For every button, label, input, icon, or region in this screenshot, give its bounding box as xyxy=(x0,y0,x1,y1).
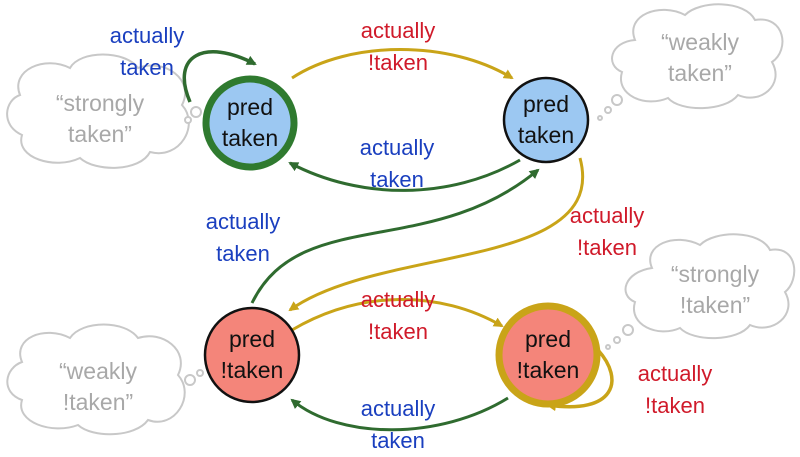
edge-label-lower-not-taken: actually !taken xyxy=(343,284,453,348)
edge-label-line2: taken xyxy=(216,241,270,266)
state-label-line1: pred xyxy=(228,326,276,352)
edge-label-line2: taken xyxy=(371,428,425,453)
state-label-line2: taken xyxy=(517,122,575,148)
state-weakly-not-taken xyxy=(203,306,301,404)
self-loop-strongly-not-taken xyxy=(546,348,614,412)
edge-strongly-to-weakly-taken xyxy=(291,48,514,80)
edge-label-line2: !taken xyxy=(368,50,428,75)
edge-label-line1: actually xyxy=(360,18,436,43)
edge-label-line1: actually xyxy=(360,396,436,421)
cloud-label-line2: !taken” xyxy=(679,292,751,318)
state-label-weakly-taken: pred taken xyxy=(506,89,586,151)
cloud-label-weakly-not-taken: “weakly !taken” xyxy=(18,356,178,418)
cloud-label-line2: !taken” xyxy=(62,389,134,415)
cloud-label-line2: taken” xyxy=(68,121,132,147)
state-label-strongly-taken: pred taken xyxy=(210,92,290,154)
edge-label-bottom-taken: actually taken xyxy=(343,393,453,457)
edge-strongly-to-weakly-not-taken xyxy=(290,396,509,432)
cloud-strongly-taken xyxy=(6,53,202,169)
edge-weakly-to-strongly-taken xyxy=(288,158,521,192)
self-loop-strongly-taken xyxy=(182,50,257,103)
edge-label-line1: actually xyxy=(360,287,436,312)
edge-weakly-not-taken-to-strongly-not-taken xyxy=(291,298,504,332)
state-label-line1: pred xyxy=(524,326,572,352)
state-label-line2: taken xyxy=(221,125,279,151)
state-label-line2: !taken xyxy=(516,357,580,383)
cloud-label-weakly-taken: “weakly taken” xyxy=(620,27,780,89)
edge-label-line2: !taken xyxy=(577,235,637,260)
edge-label-self-not-taken: actually !taken xyxy=(620,358,730,422)
edge-label-self-taken: actually taken xyxy=(92,20,202,84)
edge-label-line2: taken xyxy=(120,55,174,80)
cloud-label-line1: “strongly xyxy=(55,90,145,116)
state-label-line1: pred xyxy=(522,91,570,117)
state-label-strongly-not-taken: pred !taken xyxy=(503,324,593,386)
edge-weakly-not-taken-to-weakly-taken xyxy=(250,168,540,304)
edge-label-line1: actually xyxy=(205,209,281,234)
state-strongly-not-taken xyxy=(495,302,601,408)
edge-label-line1: actually xyxy=(109,23,185,48)
edge-weakly-taken-to-weakly-not-taken xyxy=(288,157,585,312)
edge-label-left-taken: actually taken xyxy=(188,206,298,270)
cloud-label-strongly-taken: “strongly taken” xyxy=(20,88,180,150)
edge-label-line2: !taken xyxy=(368,319,428,344)
edge-label-line1: actually xyxy=(569,203,645,228)
state-label-line1: pred xyxy=(226,94,274,120)
cloud-label-line1: “strongly xyxy=(670,261,760,287)
edge-label-line1: actually xyxy=(359,135,435,160)
edge-label-line2: !taken xyxy=(645,393,705,418)
edge-label-top-not-taken: actually !taken xyxy=(343,15,453,79)
edge-label-line2: taken xyxy=(370,167,424,192)
cloud-label-line2: taken” xyxy=(668,60,732,86)
cloud-label-strongly-not-taken: “strongly !taken” xyxy=(635,259,795,321)
edge-label-middle-taken: actually taken xyxy=(342,132,452,196)
edge-label-right-not-taken: actually !taken xyxy=(552,200,662,264)
cloud-label-line1: “weakly xyxy=(59,358,137,384)
edge-label-line1: actually xyxy=(637,361,713,386)
state-label-weakly-not-taken: pred !taken xyxy=(207,324,297,386)
cloud-weakly-taken xyxy=(597,3,784,121)
state-label-line2: !taken xyxy=(220,357,284,383)
cloud-strongly-not-taken xyxy=(605,233,796,350)
state-strongly-taken xyxy=(202,75,298,171)
state-weakly-taken xyxy=(502,76,590,164)
cloud-weakly-not-taken xyxy=(6,323,204,436)
branch-predictor-state-diagram xyxy=(6,3,796,436)
cloud-label-line1: “weakly xyxy=(661,29,739,55)
